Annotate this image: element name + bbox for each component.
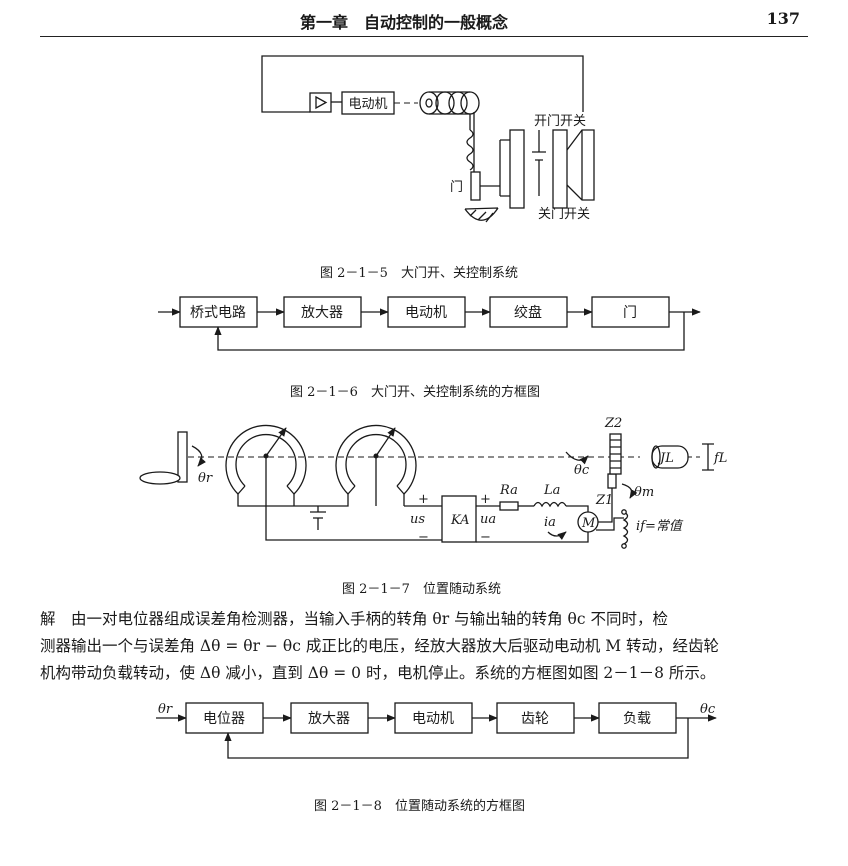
svg-text:+: +	[480, 492, 491, 507]
paragraph-line: 解 由一对电位器组成误差角检测器，当输入手柄的转角 θr 与输出轴的转角 θc …	[40, 610, 668, 628]
gate-block-diagram: 桥式电路 放大器 电动机 绞盘 门	[158, 296, 701, 351]
block-label-door: 门	[623, 305, 637, 321]
field-winding-icon	[622, 511, 629, 545]
paragraph-line: 测器输出一个与误差角 Δθ = θr − θc 成正比的电压，经放大器放大后驱动…	[40, 637, 720, 655]
friction-fl-icon	[702, 443, 714, 471]
block-winch	[489, 296, 568, 328]
feedback-wire-outer	[270, 55, 584, 112]
block-label-potentiometer: 电位器	[203, 711, 245, 727]
la-label: La	[543, 483, 560, 498]
figure-caption-2-1-6: 图 2－1－6 大门开、关控制系统的方框图	[290, 385, 540, 400]
ua-label: ua	[480, 512, 496, 527]
theta-r-label: θr	[198, 471, 213, 486]
solution-paragraph: 解 由一对电位器组成误差角检测器，当输入手柄的转角 θr 与输出轴的转角 θc …	[40, 606, 810, 687]
amplifier-triangle-icon	[315, 95, 328, 110]
gate-post-icon	[566, 129, 595, 201]
servo-system-diagram: θr + us − KA + ua − Ra La	[139, 416, 727, 549]
resistor-ra-icon	[499, 501, 519, 511]
svg-text:−: −	[418, 530, 429, 545]
output-potentiometer-icon	[335, 424, 417, 495]
reference-battery-icon	[310, 506, 326, 530]
door-panel-icon	[470, 171, 481, 201]
output-theta-c: θc	[700, 702, 716, 717]
inductor-la-icon	[533, 501, 567, 508]
door-pivot-icon	[464, 207, 499, 221]
block-load	[598, 702, 677, 734]
feedback-wire-inner	[261, 88, 310, 113]
feedback-path-2	[224, 718, 689, 759]
theta-c-label: θc	[574, 463, 590, 478]
block-label-amplifier-2: 放大器	[308, 711, 350, 727]
block-label-bridge: 桥式电路	[190, 305, 246, 321]
close-switch-contact	[552, 129, 568, 209]
close-switch-label: 关门开关	[538, 207, 590, 222]
bridge-battery-icon	[532, 151, 546, 161]
block-label-load: 负载	[623, 711, 651, 727]
z1-label: Z1	[595, 493, 613, 508]
block-label-gear: 齿轮	[521, 711, 549, 727]
input-theta-r: θr	[158, 702, 173, 717]
feedback-path	[214, 312, 685, 351]
jl-label: JL	[657, 451, 674, 466]
figure-caption-2-1-8: 图 2－1－8 位置随动系统的方框图	[314, 799, 525, 814]
open-switch-label: 开门开关	[534, 114, 586, 129]
amplifier-block	[309, 92, 332, 113]
input-handle-icon	[177, 431, 188, 483]
block-motor-2	[394, 702, 473, 734]
header-rule	[40, 36, 808, 37]
door-label: 门	[450, 180, 463, 195]
block-label-motor: 电动机	[405, 305, 447, 321]
motor-m-label: M	[581, 516, 596, 531]
block-amplifier	[283, 296, 362, 328]
block-amplifier-2	[290, 702, 369, 734]
z2-label: Z2	[604, 416, 622, 431]
input-potentiometer-icon	[225, 424, 307, 495]
if-label: if=常值	[636, 519, 684, 534]
figure-caption-2-1-5: 图 2－1－5 大门开、关控制系统	[320, 266, 518, 281]
motor-label: 电动机	[348, 97, 387, 112]
open-switch-contact	[509, 129, 525, 209]
block-label-motor-2: 电动机	[412, 711, 454, 727]
winch-drum-icon	[419, 91, 439, 115]
amplifier-ka-block	[441, 495, 477, 543]
svg-text:−: −	[480, 530, 491, 545]
paragraph-line: 机构带动负载转动，使 Δθ 减小，直到 Δθ = 0 时，电机停止。系统的方框图…	[40, 664, 716, 682]
block-label-winch: 绞盘	[514, 304, 542, 321]
ka-label: KA	[450, 513, 470, 528]
figure-caption-2-1-7: 图 2－1－7 位置随动系统	[342, 582, 501, 597]
ia-label: ia	[544, 515, 556, 530]
servo-block-diagram: θr 电位器 放大器 电动机 齿轮 负载 θc	[156, 702, 717, 759]
cable-spring-icon	[466, 129, 474, 171]
chapter-title: 第一章 自动控制的一般概念	[300, 13, 509, 32]
svg-text:+: +	[418, 492, 429, 507]
fl-label: fL	[713, 451, 727, 466]
gear-z1-icon	[607, 473, 617, 489]
ra-label: Ra	[499, 483, 518, 498]
block-label-amplifier: 放大器	[301, 305, 343, 321]
block-bridge-circuit	[179, 296, 258, 328]
gate-control-diagram: 电动机 门 开门开关 关门开关	[261, 55, 595, 223]
theta-m-label: θm	[634, 485, 654, 500]
us-label: us	[410, 512, 425, 527]
page-number: 137	[766, 9, 800, 28]
